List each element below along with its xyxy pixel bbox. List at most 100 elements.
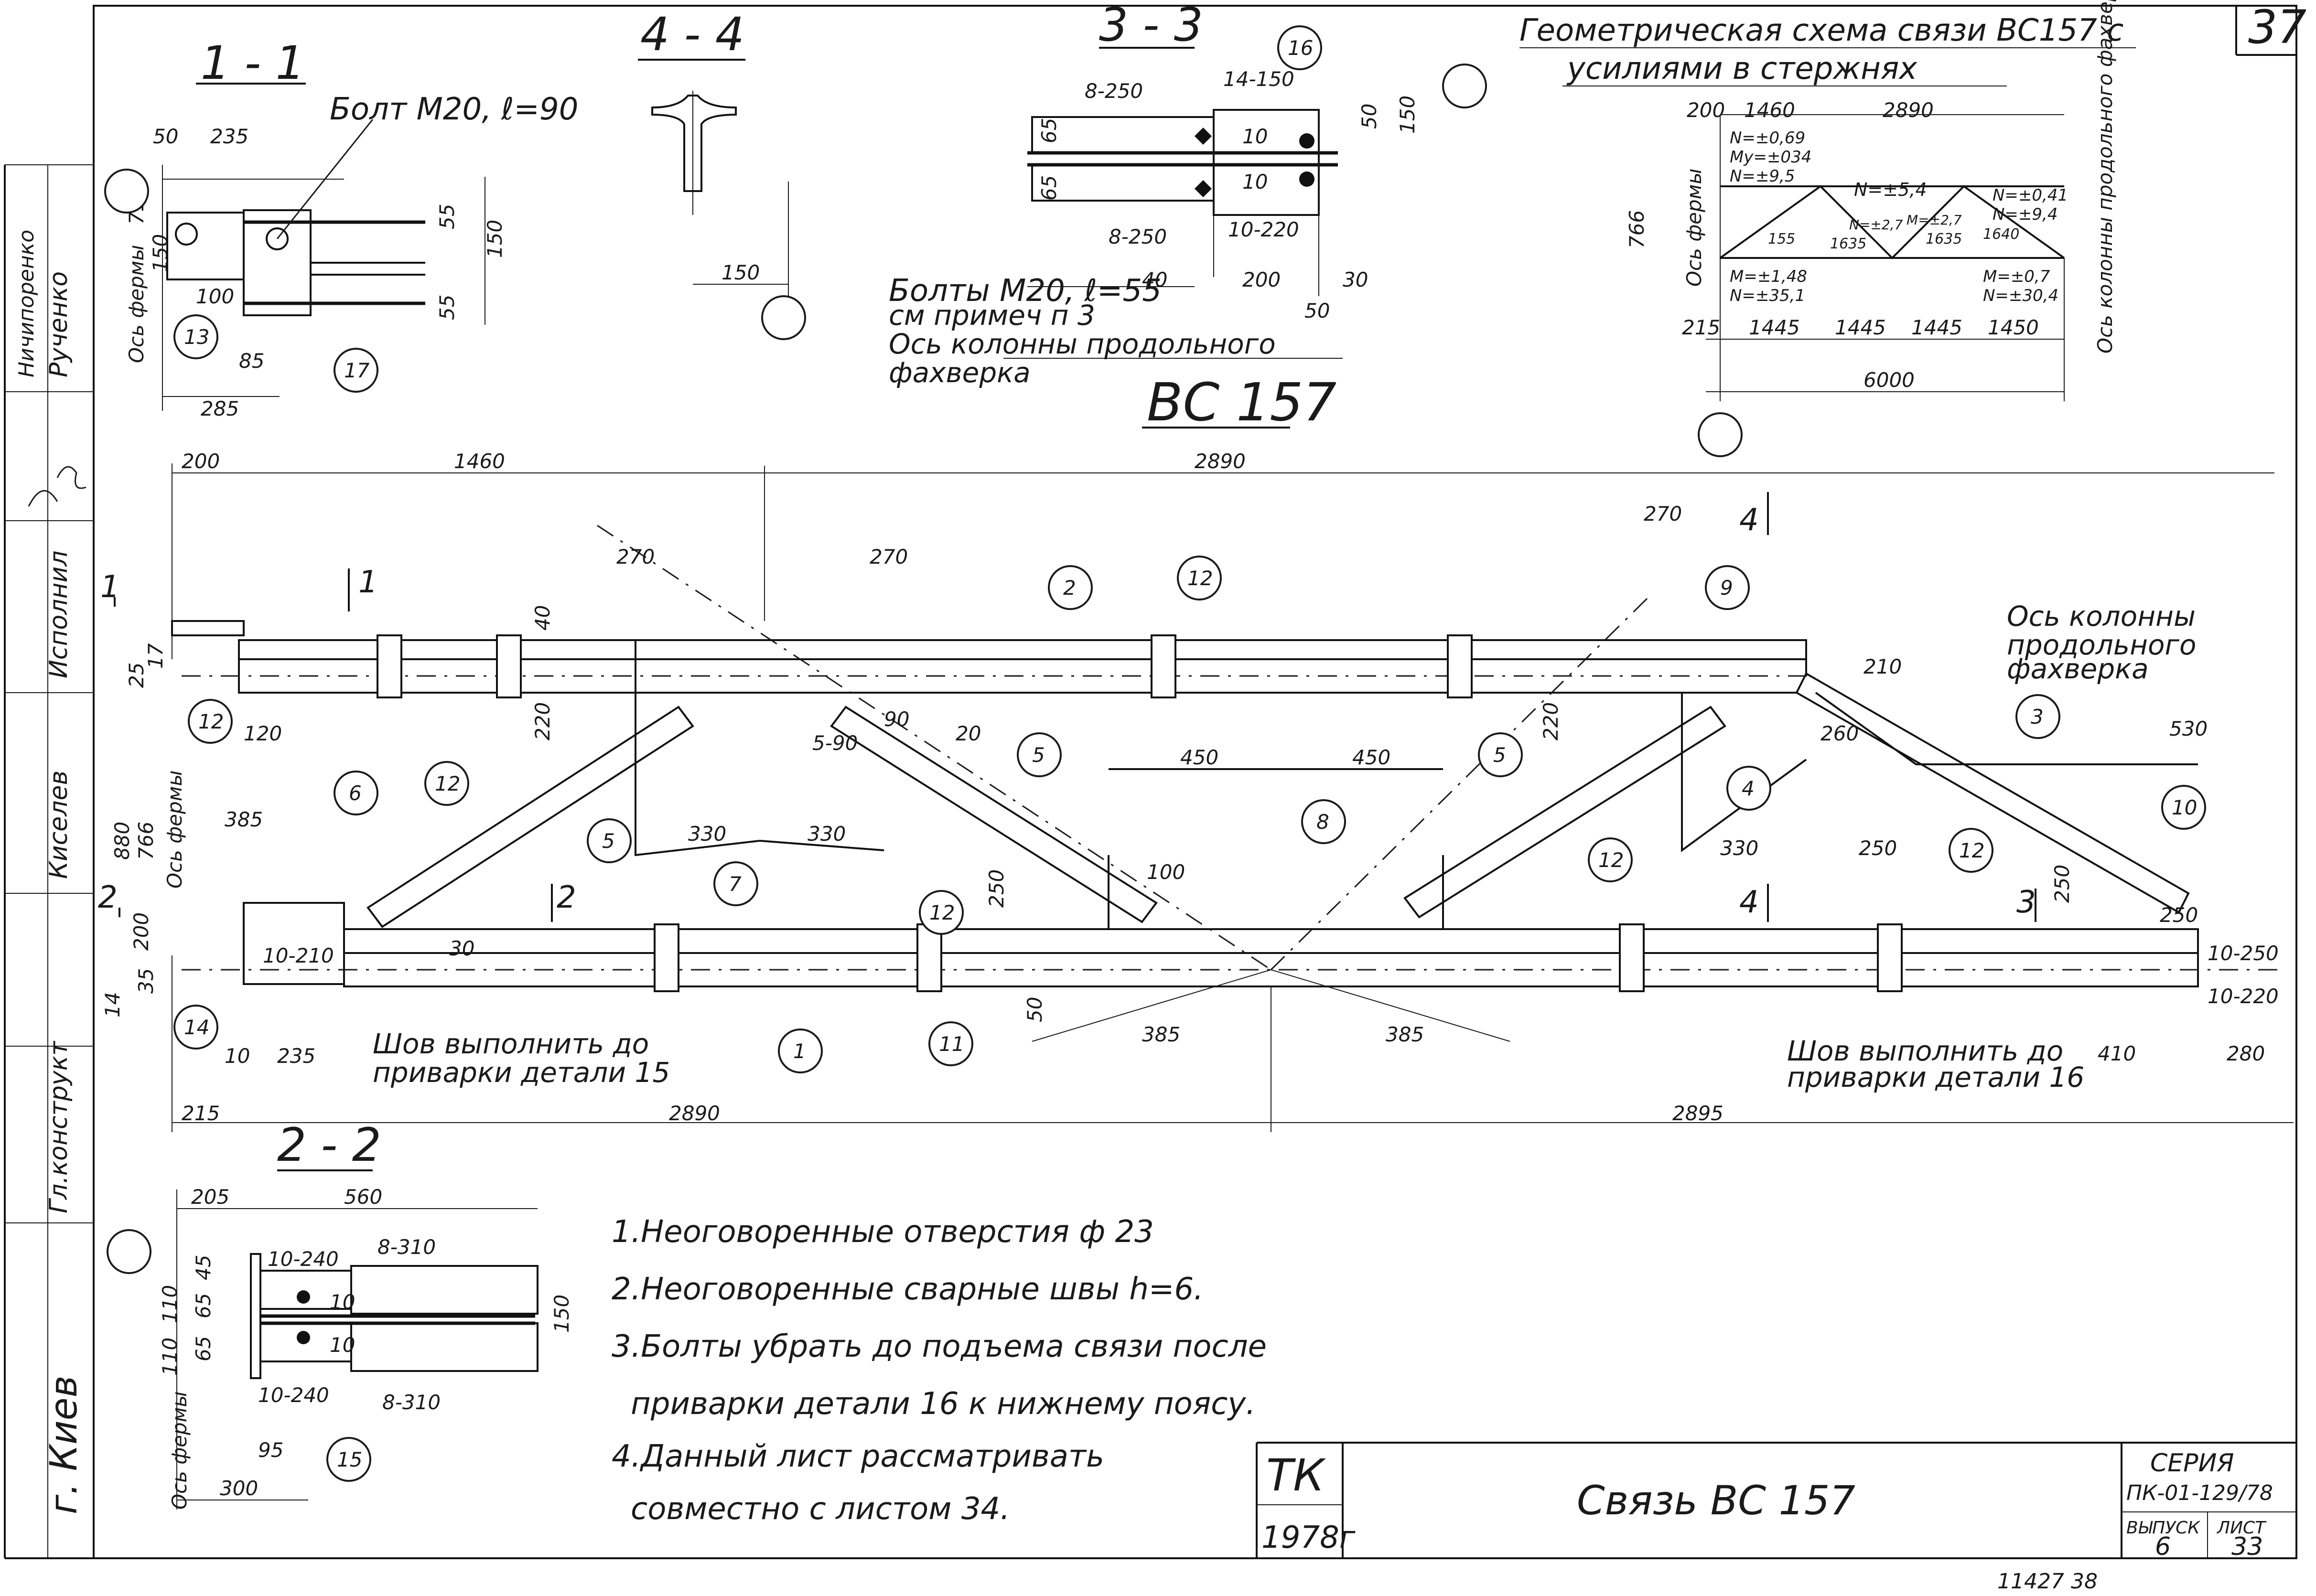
scheme-bar-1635b: 1635 xyxy=(1926,231,1962,247)
mv-axis-right-2: продольного xyxy=(2007,629,2196,661)
scheme-force-1: N=±0,69 xyxy=(1730,129,1805,148)
s33-axis-label-2: фахверка xyxy=(889,356,1031,389)
geometric-scheme xyxy=(1519,47,2136,401)
mv-dim-530: 530 xyxy=(2169,717,2208,740)
bubble-15: 15 xyxy=(337,1448,362,1471)
series-value: ПК-01-129/78 xyxy=(2126,1481,2273,1505)
mv-dim-100: 100 xyxy=(1147,860,1185,884)
section-4-4 xyxy=(638,59,789,296)
s11-dim-150b: 150 xyxy=(149,234,172,272)
s33-dim-30: 30 xyxy=(1343,268,1368,291)
scheme-left-axis: Ось фермы xyxy=(1682,168,1706,287)
scheme-dim-200: 200 xyxy=(1687,98,1725,122)
signature xyxy=(28,466,86,507)
section-4-4-title: 4 - 4 xyxy=(640,8,744,61)
s22-dim-10-240b: 10-240 xyxy=(258,1383,329,1407)
bubble-12a: 12 xyxy=(198,710,224,733)
s22-dim-300: 300 xyxy=(220,1477,258,1500)
corner-sheet-number: 37 xyxy=(2248,0,2306,54)
note-2: 2.Неоговоренные сварные швы h=6. xyxy=(612,1272,1204,1307)
scheme-dim-1460: 1460 xyxy=(1744,98,1795,122)
s22-dim-205: 205 xyxy=(191,1185,229,1209)
mv-dim-220b: 220 xyxy=(1539,702,1562,740)
mv-weld-right-2: приварки детали 16 xyxy=(1787,1061,2084,1093)
title-block xyxy=(1256,1442,2296,1558)
mv-dim-270b: 270 xyxy=(870,545,908,568)
mv-section-mark-3: 3 xyxy=(2016,885,2036,920)
s33-dim-10-220: 10-220 xyxy=(1228,218,1299,241)
s33-dim-50b: 50 xyxy=(1357,104,1381,129)
note-3: 3.Болты убрать до подъема связи после xyxy=(612,1329,1267,1364)
mv-axis-right-1: Ось колонны xyxy=(2007,600,2196,632)
bubble-2: 2 xyxy=(1063,576,1076,600)
mv-weld-left-1: Шов выполнить до xyxy=(373,1028,649,1060)
s33-dim-8-250b: 8-250 xyxy=(1109,225,1167,248)
s22-dim-95: 95 xyxy=(258,1438,283,1462)
scheme-right-axis: Ось колонны продольного фахверка xyxy=(2093,0,2117,353)
mv-dim-766: 766 xyxy=(134,822,158,860)
mv-dim-10-210: 10-210 xyxy=(263,944,334,967)
scheme-total-6000: 6000 xyxy=(1864,368,1915,392)
s22-dim-10a: 10 xyxy=(330,1290,355,1314)
s11-dim-235: 235 xyxy=(210,125,248,148)
bubble-12c: 12 xyxy=(1187,567,1213,590)
scheme-force-6: N=±9,4 xyxy=(1993,205,2057,224)
mv-dim-25: 25 xyxy=(125,663,148,688)
bubble-3: 3 xyxy=(2031,705,2044,728)
s33-dim-200: 200 xyxy=(1242,268,1281,291)
stamp-role-executor: Исполнил xyxy=(44,550,73,678)
mv-dim-14: 14 xyxy=(101,992,124,1018)
s33-dim-50a: 50 xyxy=(1304,299,1330,322)
mv-dim-250c: 250 xyxy=(2050,865,2074,903)
s11-dim-85: 85 xyxy=(239,349,264,373)
bubble-6: 6 xyxy=(349,782,362,805)
bubble-12e: 12 xyxy=(1598,848,1624,872)
scheme-force-12: М=±2,7 xyxy=(1907,212,1962,228)
s33-axis-label-1: Ось колонны продольного xyxy=(889,328,1276,360)
bubble-8: 8 xyxy=(1316,810,1329,834)
mv-axis-right-3: фахверка xyxy=(2007,653,2149,685)
mv-dim-17: 17 xyxy=(144,643,167,669)
stamp-name-kiselev: Киселев xyxy=(44,771,73,879)
s11-dim-100: 100 xyxy=(196,285,234,308)
series-label: СЕРИЯ xyxy=(2150,1449,2234,1478)
bubble-16: 16 xyxy=(1288,36,1313,60)
s22-axis-label: Ось фермы xyxy=(168,1391,191,1510)
s22-dim-110b: 110 xyxy=(158,1338,182,1376)
mv-section-mark-4a: 4 xyxy=(1739,503,1759,538)
note-3-cont: приварки детали 16 к нижнему поясу. xyxy=(631,1386,1256,1422)
scheme-force-10: N=±30,4 xyxy=(1983,286,2058,305)
s11-bolt-label: Болт М20, ℓ=90 xyxy=(330,92,578,127)
note-1: 1.Неоговоренные отверстия ф 23 xyxy=(612,1214,1154,1250)
bubble-5b: 5 xyxy=(1032,743,1045,767)
mv-dim-880: 880 xyxy=(110,822,134,860)
scheme-bar-155: 155 xyxy=(1768,231,1795,247)
section-2-2-title: 2 - 2 xyxy=(277,1118,381,1172)
bubble-14: 14 xyxy=(184,1016,209,1039)
scheme-dim-1445b: 1445 xyxy=(1835,316,1886,339)
main-view-title: ВС 157 xyxy=(1147,372,1336,433)
mv-dim-10: 10 xyxy=(225,1044,250,1068)
mv-axis-left: Ось фермы xyxy=(163,770,186,889)
mv-dim-35a: 35 xyxy=(134,968,158,994)
mv-dim-10-250: 10-250 xyxy=(2208,942,2279,965)
issue-value: 6 xyxy=(2155,1532,2171,1561)
s11-dim-150: 150 xyxy=(483,220,506,258)
footer-code: 11427 38 xyxy=(1997,1569,2098,1594)
bubble-5c: 5 xyxy=(1493,743,1506,767)
sheet-value: 33 xyxy=(2231,1532,2263,1561)
mv-dim-120: 120 xyxy=(244,722,282,745)
mv-dim-270a: 270 xyxy=(616,545,655,568)
s33-dim-65b: 65 xyxy=(1037,175,1061,201)
mv-top-dim-2890: 2890 xyxy=(1195,450,1246,473)
mv-dim-410: 410 xyxy=(2098,1042,2136,1065)
mv-dim-450a: 450 xyxy=(1180,746,1218,769)
s33-dim-150: 150 xyxy=(1396,96,1419,134)
bubble-7: 7 xyxy=(729,872,742,896)
scheme-title-2: усилиями в стержнях xyxy=(1566,51,1917,86)
mv-weld-left-2: приварки детали 15 xyxy=(373,1056,670,1089)
stamp-name-1: Ничипоренко xyxy=(14,230,39,377)
logo-tk: ТК xyxy=(1266,1450,1326,1501)
mv-dim-40: 40 xyxy=(531,605,554,631)
mv-top-dim-1460: 1460 xyxy=(454,450,505,473)
